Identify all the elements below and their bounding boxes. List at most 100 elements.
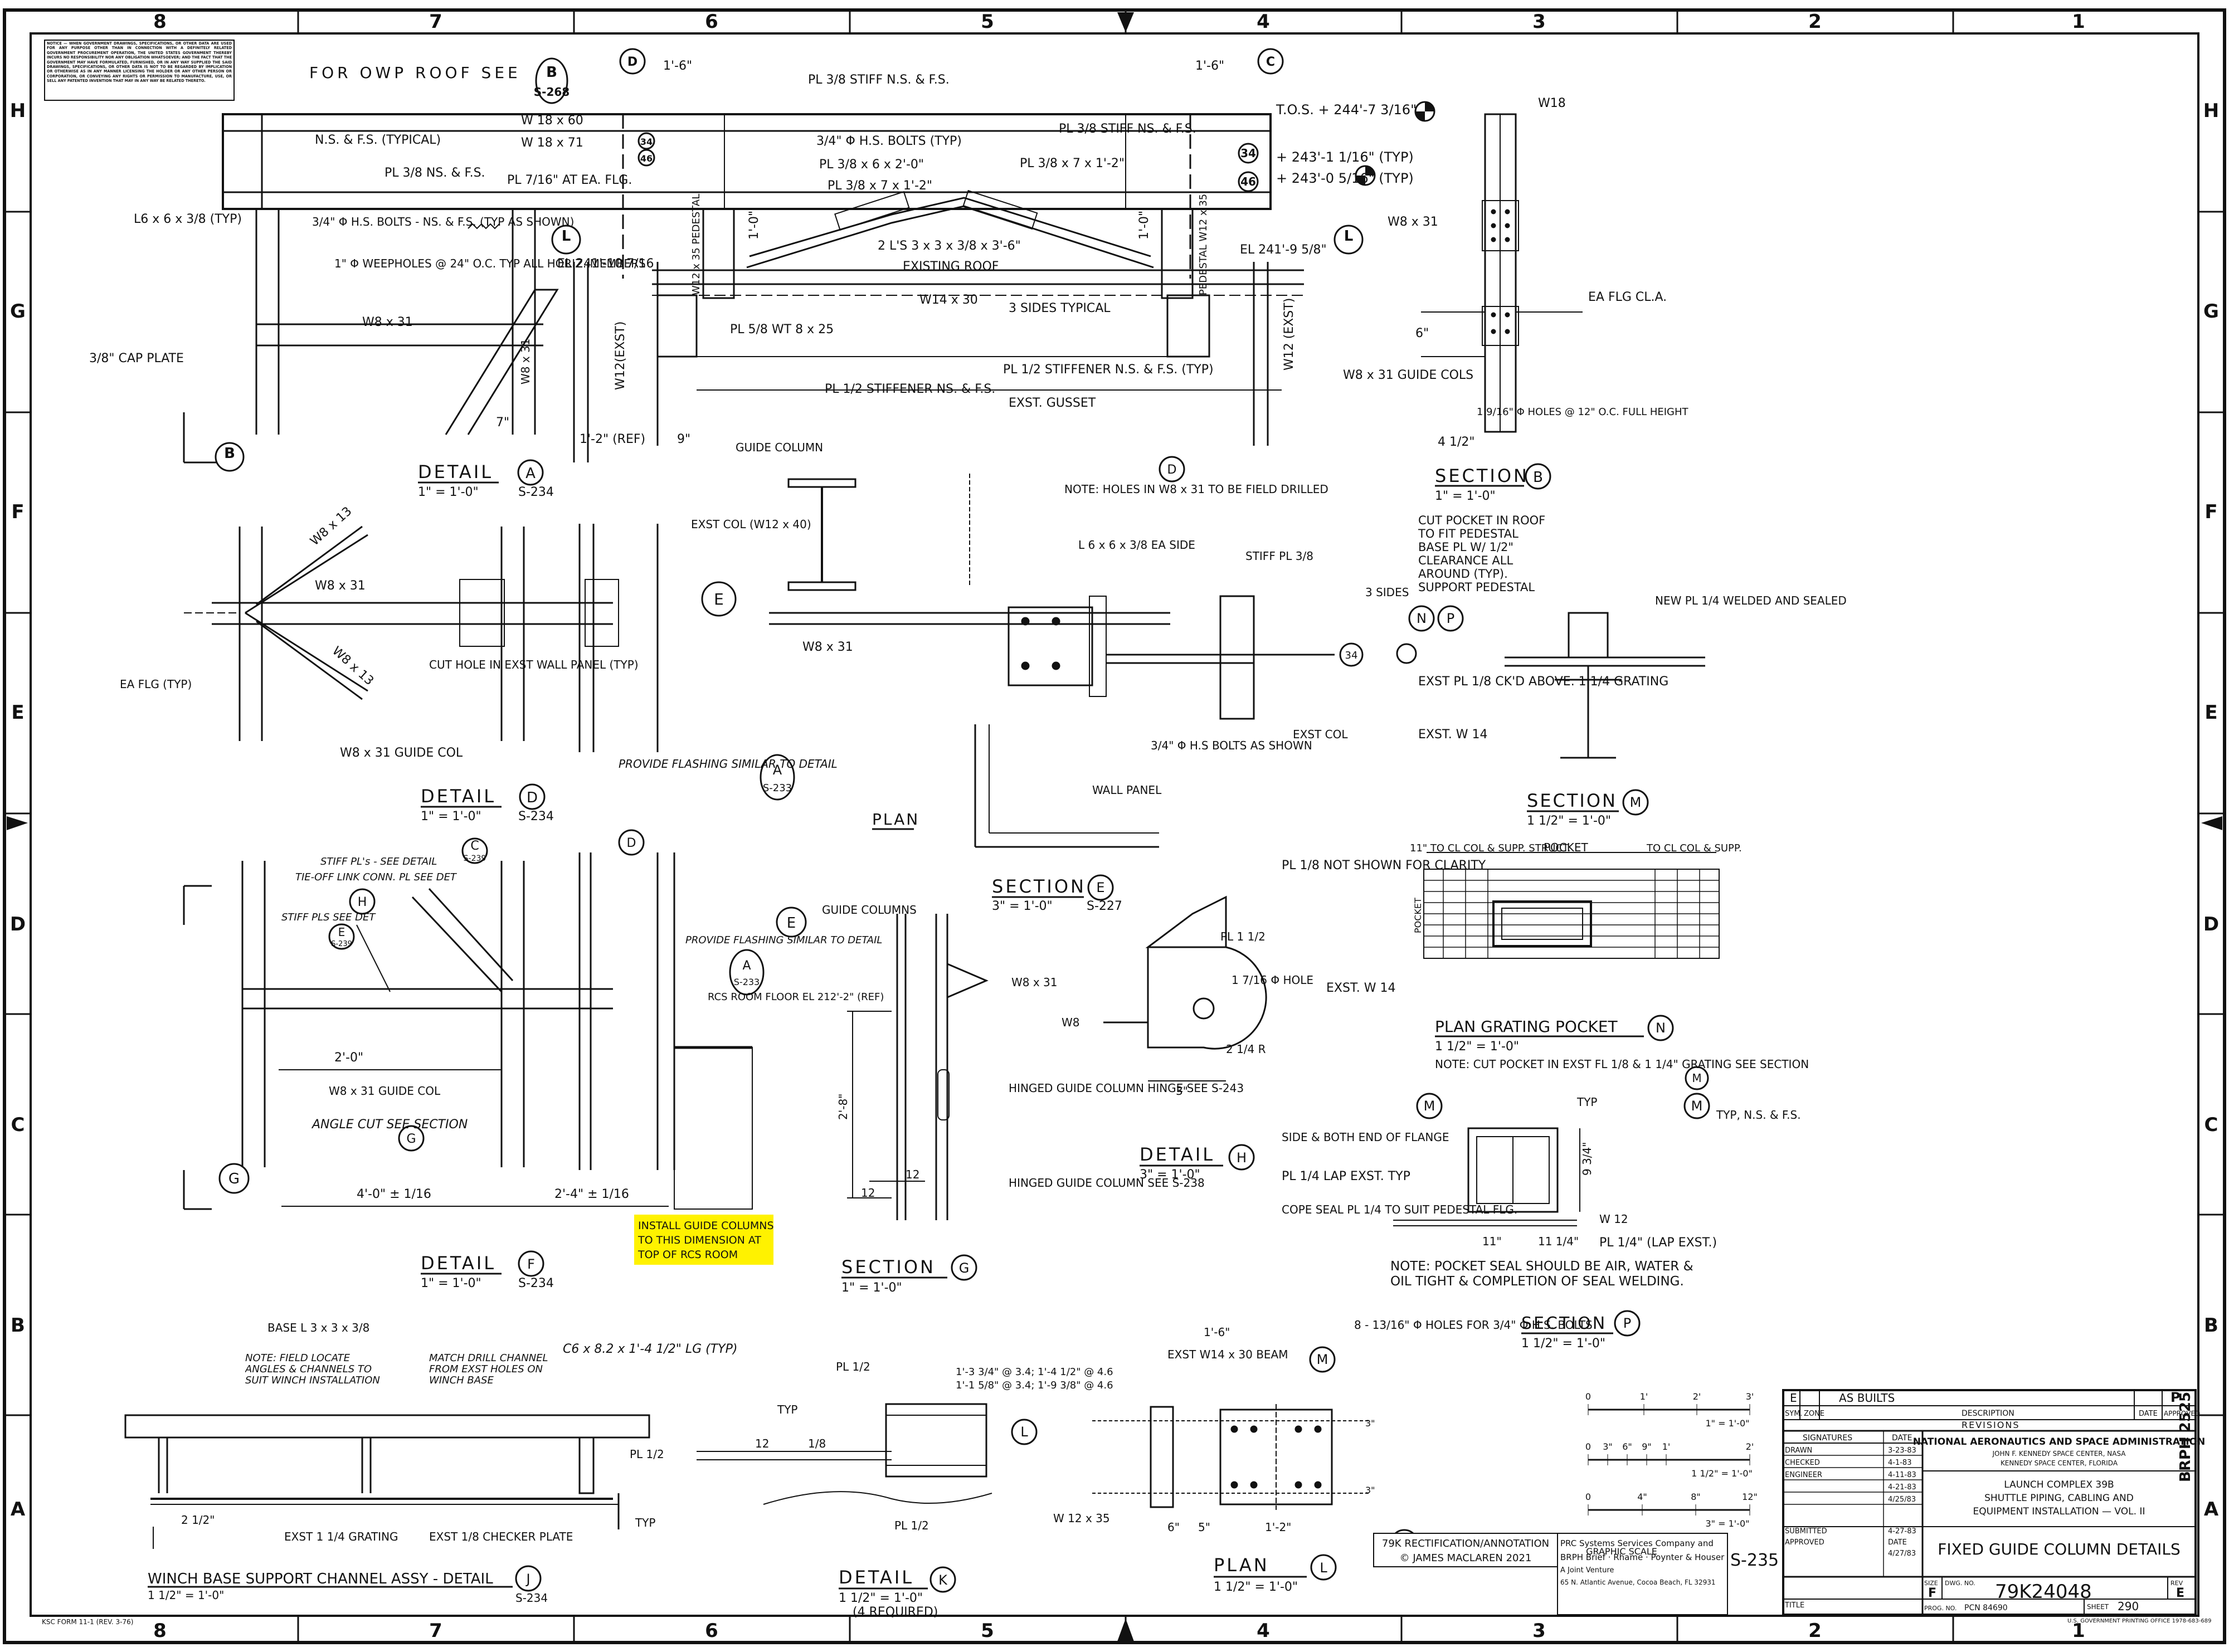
drawing-rect [1557,1533,1728,1615]
section-n-p [1396,605,1705,759]
drawing-label: 11" [1482,1235,1502,1248]
drawing-circle [1021,617,1030,626]
drawing-circle [1250,1481,1258,1489]
drawing-label: 3" = 1'-0" [992,899,1053,913]
graphic-scales [1588,1404,1750,1515]
drawing-label: 1' [1662,1441,1671,1452]
drawing-label: PCN 84690 [1964,1604,2008,1612]
drawing-label: PROG. NO. [1924,1605,1957,1612]
drawing-label: DATE [1888,1538,1907,1547]
drawing-label: 46 [1240,175,1256,188]
drawing-label: 1'-3 3/4" @ 3.4; 1'-4 1/2" @ 4.6 [956,1366,1113,1378]
drawing-circle [518,1250,544,1277]
drawing-label: 3" [1176,1084,1188,1098]
drawing-label: TIE-OFF LINK CONN. PL SEE DET [295,871,458,883]
drawing-label: EXST. W 14 [1418,728,1488,742]
drawing-label: 1" = 1'-0" [841,1281,902,1295]
drawing-label: © JAMES MACLAREN 2021 [1400,1552,1532,1564]
drawing-label: 2' [1693,1391,1701,1402]
drawing-rect [1373,1533,1558,1567]
drawing-g [1021,617,1060,670]
drawing-label: + 243'-1 1/16" (TYP) [1276,149,1414,165]
plan-view [769,456,1364,848]
drawing-rect [578,1436,595,1494]
drawing-label: 6" [1415,326,1429,340]
drawing-circle [1491,329,1496,334]
drawing-label: P [1623,1315,1631,1331]
drawing-label: A [525,465,536,482]
drawing-label: 1 1/2" = 1'-0" [1435,1040,1519,1054]
drawing-label: PROVIDE FLASHING SIMILAR TO DETAIL [685,934,882,946]
section-g: SECTION G 1" = 1'-0" [841,1254,977,1295]
drawing-circle [1505,312,1510,318]
drawing-rect [30,32,2199,1617]
plan-title: PLAN [872,810,919,829]
drawing-label: STIFF PL 3/8 [1245,549,1313,563]
drawing-path [1415,102,1434,121]
drawing-rect [885,1403,987,1478]
drawing-label: 79K RECTIFICATION/ANNOTATION [1382,1538,1549,1549]
drawing-label: GUIDE COLUMN [736,441,823,454]
drawing-label: BASE L 3 x 3 x 3/8 [267,1321,369,1334]
drawing-g [215,48,1364,472]
row-label: B [2204,1314,2218,1337]
drawing-label: W8 x 31 [1388,215,1438,229]
drawing-circle [215,442,245,472]
section-b-labels: W18 W8 x 31 EA FLG CL.A. W8 x 31 GUIDE C… [1343,96,1689,503]
drawing-circle [1230,1425,1238,1433]
drawing-circle [1193,997,1215,1020]
drawing-label: HINGED GUIDE COLUMN HINGE SEE S-243 [1009,1081,1244,1095]
col-label: 8 [153,11,167,33]
drawing-label: 2'-4" ± 1/16 [554,1187,629,1201]
section-p-labels: M M TYP TYP, N.S. & F.S. SIDE & BOTH END… [1282,1095,1801,1351]
drawing-label: W12 (EXST) [1282,298,1296,371]
row-label: G [10,300,26,323]
row-label: B [11,1314,25,1337]
detail-d-labels: W8 x 13 W8 x 31 W8 x 13 EA FLG (TYP) CUT… [120,504,838,823]
drawing-circle [519,783,546,810]
drawing-label: L [1320,1560,1327,1576]
drawing-circle [1314,1425,1322,1433]
drawing-label: B [224,445,235,462]
drawing-label: 12 [861,1186,875,1200]
drawing-label: LAUNCH COMPLEX 39B [2004,1479,2114,1490]
drawing-rect [1161,208,1194,299]
drawing-label: STIFF PLS SEE DET [281,912,376,923]
drawing-circle [1333,225,1364,255]
drawing-label: 1'-6" [1204,1326,1230,1339]
drawing-label: + 243'-0 5/16" (TYP) [1276,170,1414,186]
drawing-label: TO CL COL & SUPP. [1646,842,1742,854]
drawing-label: PL 1/2 [836,1360,870,1373]
row-label: D [10,913,26,935]
drawing-label: D [1167,463,1177,477]
row-labels-left: H G F E D C B A [10,100,26,1521]
drawing-rect [1467,1127,1559,1213]
drawing-label: W8 x 31 [362,315,413,329]
drawing-label: 3/8" CAP PLATE [89,352,184,366]
drawing-label: PL 3/8 x 7 x 1'-2" [828,179,932,193]
plan-l [1092,1346,1419,1581]
drawing-label: SIDE & BOTH END OF FLANGE [1282,1130,1449,1144]
drawing-label: TO THIS DIMENSION AT [637,1234,761,1246]
drawing-label: DETAIL [421,786,496,807]
drawing-rect [702,208,735,299]
drawing-label: 1'-1 5/8" @ 3.4; 1'-9 3/8" @ 4.6 [956,1380,1113,1391]
drawing-label: A Joint Venture [1560,1566,1614,1575]
drawing-circle [1491,223,1496,228]
drawing-label: K [938,1572,948,1588]
drawing-label: PLAN [1214,1554,1269,1576]
drawing-label: W 12 [1599,1212,1628,1226]
drawing-label: L 6 x 6 x 3/8 EA SIDE [1078,538,1195,552]
col-label: 5 [981,1620,994,1642]
section-p [1393,1093,1710,1226]
drawing-label: SIGNATURES [1803,1434,1852,1443]
drawing-label: P [1447,611,1454,626]
drawing-label: 9 3/4" [1580,1142,1594,1176]
roof-note: FOR OWP ROOF SEE [309,64,521,82]
drawing-circle [515,1565,542,1592]
drawing-rect [1782,1389,2197,1616]
drawing-label: APPROVED [2164,1410,2200,1417]
drawing-label: P [2170,1390,2181,1405]
drawing-circle [1505,329,1510,334]
